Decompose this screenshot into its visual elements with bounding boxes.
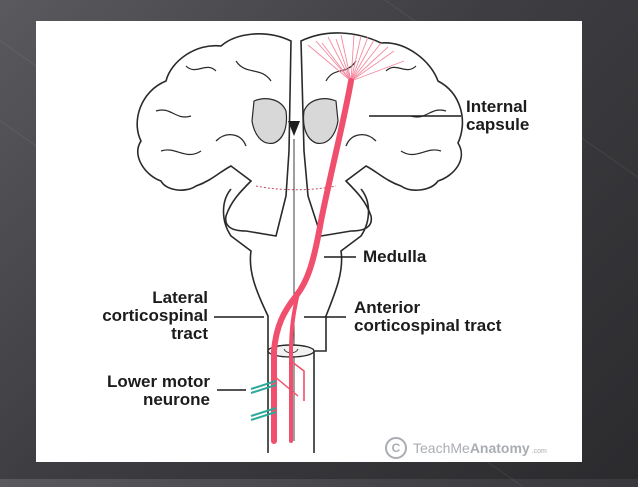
corticospinal-diagram: [136, 32, 464, 453]
label-lower-motor-neurone: Lower motor neurone: [107, 372, 210, 409]
anterior-corticospinal-tract: [289, 291, 300, 443]
corona-radiata: [307, 34, 405, 82]
slide-panel: Internal capsule Medulla Lateral cortico…: [36, 21, 582, 462]
basal-ganglia-left: [251, 98, 288, 145]
corticospinal-tract: [271, 78, 354, 444]
gyri-right: [325, 60, 447, 156]
copyright-icon: C: [385, 437, 407, 459]
leader-lines: [214, 115, 461, 391]
ventricles: [215, 134, 377, 147]
brain-right-hemisphere: [300, 32, 464, 237]
label-anterior-corticospinal-tract: Anterior corticospinal tract: [354, 298, 502, 335]
spinal-cord: [267, 351, 315, 453]
brain-left-hemisphere: [136, 33, 292, 237]
lower-motor-neurones: [250, 380, 277, 421]
label-internal-capsule: Internal capsule: [466, 97, 530, 134]
label-medulla: Medulla: [363, 247, 427, 266]
brainstem: [222, 188, 370, 352]
label-lateral-corticospinal-tract: Lateral corticospinal tract: [102, 288, 208, 343]
decussation-branch: [290, 360, 305, 401]
midbrain-section-line: [255, 185, 337, 191]
basal-ganglia-right: [302, 98, 339, 145]
third-ventricle: [288, 121, 300, 136]
gyri-left: [155, 60, 272, 156]
